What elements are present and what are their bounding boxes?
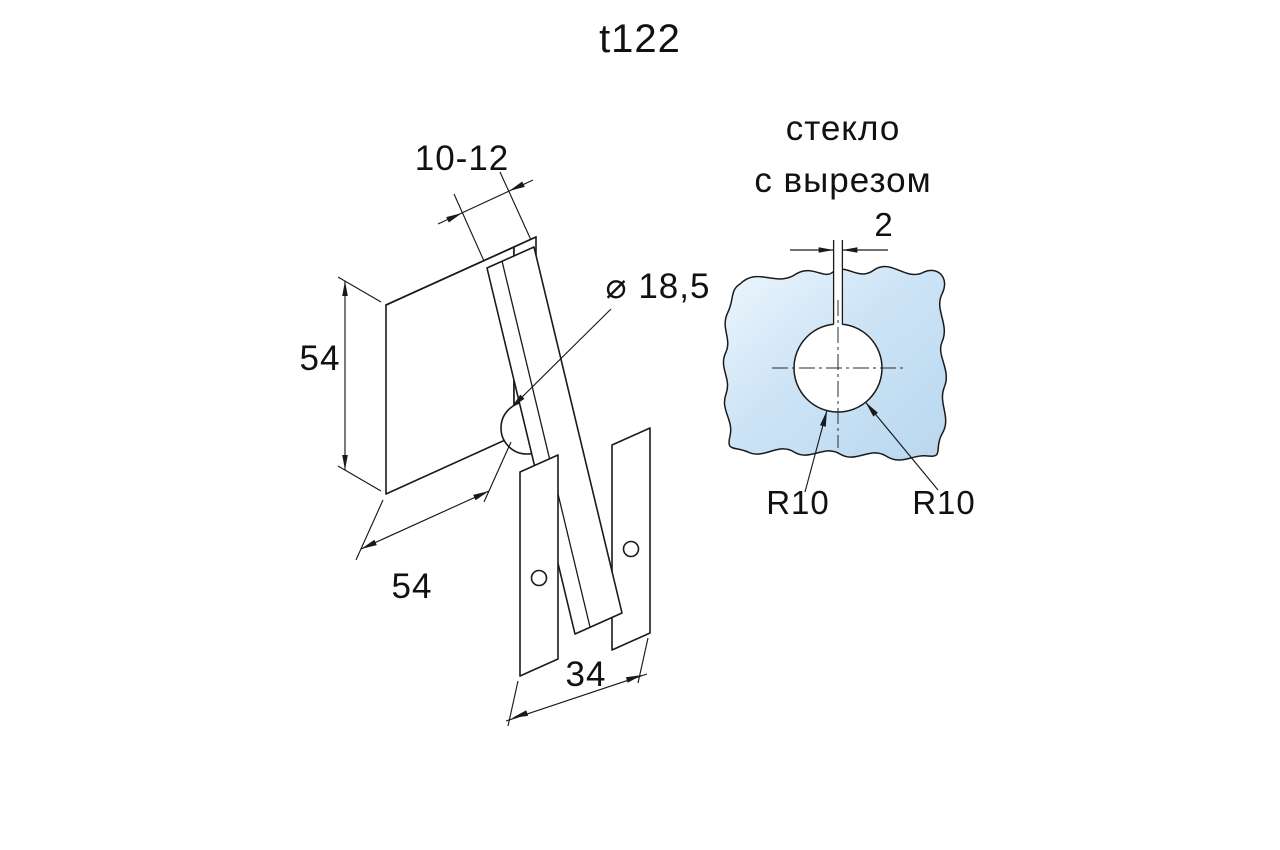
arrowhead bbox=[818, 247, 834, 253]
leader-line bbox=[510, 308, 612, 409]
arrowhead bbox=[361, 539, 377, 549]
arrowhead bbox=[625, 675, 642, 683]
extension-line bbox=[499, 171, 532, 241]
glass-thickness-label: 10-12 bbox=[415, 139, 510, 178]
height-label: 54 bbox=[300, 339, 341, 378]
width-label: 54 bbox=[392, 567, 433, 606]
near-plate-screw-hole bbox=[530, 569, 548, 587]
dimension-radius-right: R10 bbox=[865, 401, 976, 521]
dimension-hole-diameter: ⌀ 18,5 bbox=[510, 267, 711, 409]
dimension-radius-left: R10 bbox=[766, 410, 830, 521]
extension-line bbox=[453, 193, 485, 262]
slot-width-label: 2 bbox=[874, 206, 893, 243]
dimension-slot-width: 2 bbox=[790, 206, 893, 253]
dimension-height: 54 bbox=[300, 276, 382, 492]
extension-line bbox=[355, 499, 384, 561]
arrowhead bbox=[842, 247, 858, 253]
dimension-glass-thickness: 10-12 bbox=[415, 139, 534, 262]
arrowhead bbox=[820, 410, 827, 427]
hole-diameter-label: ⌀ 18,5 bbox=[606, 267, 711, 306]
depth-label: 34 bbox=[566, 655, 607, 694]
radius-label-right: R10 bbox=[912, 484, 976, 521]
detail-heading-line2: с вырезом bbox=[754, 161, 931, 200]
arrowhead bbox=[342, 455, 348, 470]
near-plate-edge bbox=[519, 454, 559, 677]
dimension-depth: 34 bbox=[505, 637, 649, 727]
extension-line bbox=[483, 441, 512, 503]
far-plate-edge bbox=[611, 427, 651, 651]
arrowhead bbox=[342, 281, 348, 296]
arrowhead bbox=[865, 402, 878, 417]
arrowhead bbox=[473, 491, 489, 501]
dimension-line bbox=[360, 490, 490, 550]
dimension-width: 54 bbox=[355, 441, 512, 606]
radius-label-left: R10 bbox=[766, 484, 830, 521]
drawing-title: t122 bbox=[599, 17, 681, 61]
arrowhead bbox=[512, 710, 529, 718]
arrowhead bbox=[446, 213, 462, 223]
detail-heading-line1: стекло bbox=[786, 109, 901, 148]
glass-pane-inner-edge bbox=[501, 260, 591, 628]
detail-view: стекло с вырезом 2 R10 bbox=[722, 109, 976, 521]
isometric-view: 10-12 54 54 34 bbox=[300, 139, 711, 727]
extension-line bbox=[507, 680, 519, 727]
arrowhead bbox=[511, 394, 525, 408]
leader-line bbox=[865, 401, 939, 491]
far-plate-screw-hole bbox=[622, 540, 640, 558]
dimension-line bbox=[505, 673, 648, 722]
arrowhead bbox=[509, 181, 525, 191]
extension-line bbox=[337, 465, 382, 492]
